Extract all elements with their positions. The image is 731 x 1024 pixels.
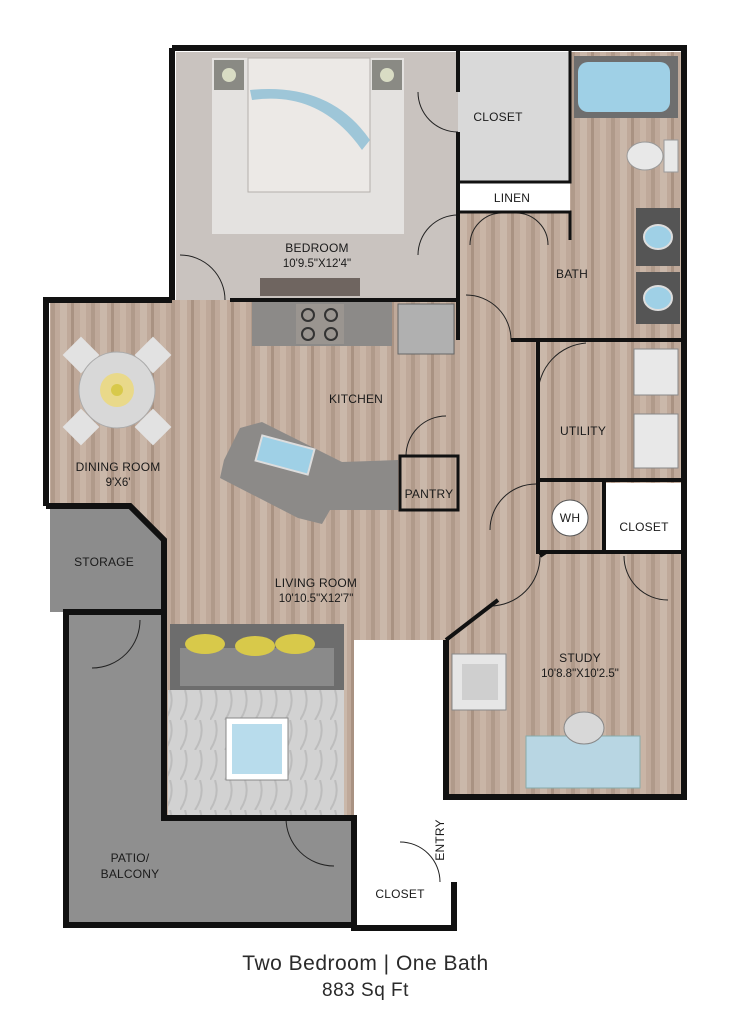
- linen-overlay: [458, 182, 570, 212]
- refrigerator-icon: [397, 303, 455, 355]
- bath-closet-wall: [458, 48, 572, 240]
- bedroom-closet-label: CLOSET: [473, 110, 523, 124]
- utility-walls: [536, 340, 684, 554]
- entry-closet-floor: [352, 884, 452, 924]
- bedroom-door: [179, 254, 226, 301]
- burner-4-icon: [324, 327, 338, 341]
- dining-label: DINING ROOM: [76, 460, 161, 474]
- study-door: [489, 555, 541, 607]
- bath-door-lower: [465, 294, 512, 341]
- bedroom-dims: 10'9.5"X12'4": [283, 258, 351, 270]
- pillow-2-icon: [235, 636, 275, 656]
- kitchen-label: KITCHEN: [329, 392, 383, 406]
- desk-chair-icon: [563, 711, 605, 745]
- pillow-1-icon: [185, 634, 225, 654]
- chair-3-icon: [62, 408, 100, 446]
- linen-label: LINEN: [494, 191, 530, 205]
- wh-door: [489, 483, 537, 531]
- pantry-label: PANTRY: [405, 487, 454, 501]
- storage-door: [91, 619, 141, 669]
- burner-3-icon: [301, 327, 315, 341]
- dresser-icon: [260, 278, 360, 296]
- furniture: [62, 56, 680, 789]
- patio-label-line1: PATIO/: [111, 851, 150, 865]
- bed-throw: [250, 89, 370, 150]
- dining-dims: 9'X6': [106, 477, 131, 489]
- bath-label: BATH: [556, 267, 588, 281]
- labels: BEDROOM 10'9.5"X12'4" CLOSET LINEN BATH …: [74, 110, 669, 901]
- lamp-right-icon: [380, 68, 394, 82]
- water-heater-icon: [551, 499, 589, 537]
- entry-door: [399, 841, 441, 883]
- study-west-wall: [444, 550, 548, 642]
- plan-square-footage: 883 Sq Ft: [322, 980, 409, 1001]
- storage-label: STORAGE: [74, 555, 134, 569]
- utility-label: UTILITY: [560, 424, 606, 438]
- entry-wall: [351, 882, 457, 931]
- study-label: STUDY: [559, 651, 601, 665]
- entry-closet-label: CLOSET: [375, 887, 425, 901]
- toilet-icon: [626, 141, 664, 171]
- armchair-seat: [462, 664, 498, 700]
- patio-label-line2: BALCONY: [101, 867, 160, 881]
- burner-1-icon: [301, 308, 315, 322]
- living-dims: 10'10.5"X12'7": [279, 593, 354, 605]
- pantry-walls: [398, 454, 460, 512]
- study-closet-door: [623, 555, 669, 601]
- living-label: LIVING ROOM: [275, 576, 357, 590]
- chair-4-icon: [134, 408, 172, 446]
- pillow-3-icon: [275, 634, 315, 654]
- entry-label: ENTRY: [433, 819, 447, 860]
- toilet-tank: [663, 139, 679, 173]
- island-sink-icon: [254, 434, 316, 476]
- bedroom-closet-door: [417, 91, 459, 133]
- burner-2-icon: [324, 308, 338, 322]
- sink-lower-icon: [643, 285, 673, 311]
- patio-door: [285, 817, 335, 867]
- dining-exterior-wall: [43, 297, 172, 506]
- desk-icon: [525, 735, 641, 789]
- exterior-wall: [172, 45, 687, 800]
- study-closet-label: CLOSET: [619, 520, 669, 534]
- walls: [43, 45, 687, 931]
- sink-upper-icon: [643, 224, 673, 250]
- dining-plate-center: [111, 384, 123, 396]
- bedroom-label: BEDROOM: [285, 241, 348, 255]
- pantry-door: [405, 415, 447, 457]
- study-dims: 10'8.8"X10'2.5": [541, 668, 619, 680]
- patio-floor: [66, 612, 354, 925]
- study-closet-floor: [606, 483, 682, 553]
- washer-icon: [633, 413, 679, 469]
- coffee-table-glass: [232, 724, 282, 774]
- bath-door-upper: [417, 214, 459, 256]
- plan-title: Two Bedroom | One Bath: [242, 952, 489, 975]
- bathtub-basin: [578, 62, 670, 112]
- dryer-icon: [633, 348, 679, 396]
- lamp-left-icon: [222, 68, 236, 82]
- storage-wall: [46, 503, 357, 928]
- floorplan-drawing: BEDROOM 10'9.5"X12'4" CLOSET LINEN BATH …: [43, 45, 687, 931]
- water-heater-label: WH: [560, 511, 580, 525]
- storage-floor: [50, 506, 162, 612]
